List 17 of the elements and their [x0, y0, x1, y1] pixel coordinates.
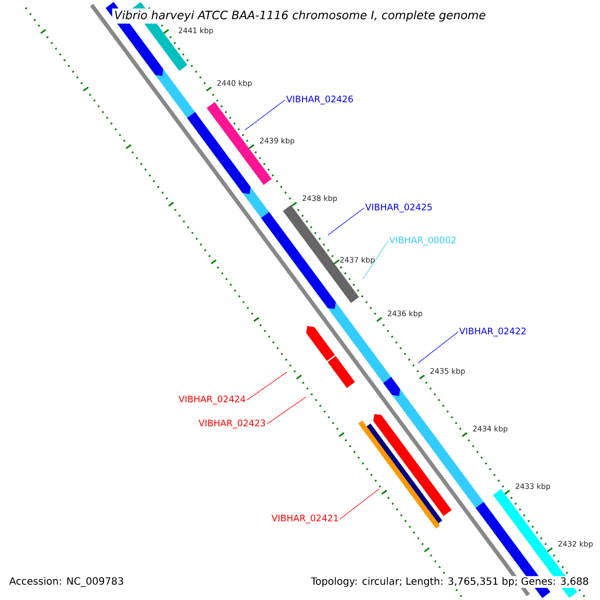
leader-line — [244, 100, 286, 130]
gene-label: VIBHAR_02424 — [178, 396, 246, 404]
leader-line — [362, 240, 388, 280]
leader-line — [246, 372, 288, 400]
gene-label: VIBHAR_02422 — [459, 328, 526, 336]
gene-label: VIBHAR_02426 — [286, 96, 353, 104]
leader-line — [418, 332, 458, 364]
gene-label: VIBHAR_02425 — [365, 204, 432, 212]
gene-label: VIBHAR_00002 — [389, 236, 456, 246]
footer-text: Topology: circular; Length: 3,765,351 bp; Genes: 3,688 — [310, 576, 590, 588]
leader-line — [340, 488, 380, 520]
footer-text: Accession: NC_009783 — [8, 576, 125, 588]
title: Vibrio harveyi ATCC BAA-1116 chromosome I, complete genome — [112, 8, 488, 24]
leader-line — [328, 208, 364, 236]
gene-label: VIBHAR_02421 — [272, 514, 338, 524]
gene-label: VIBHAR_02423 — [198, 420, 266, 428]
leader-line — [266, 396, 306, 424]
